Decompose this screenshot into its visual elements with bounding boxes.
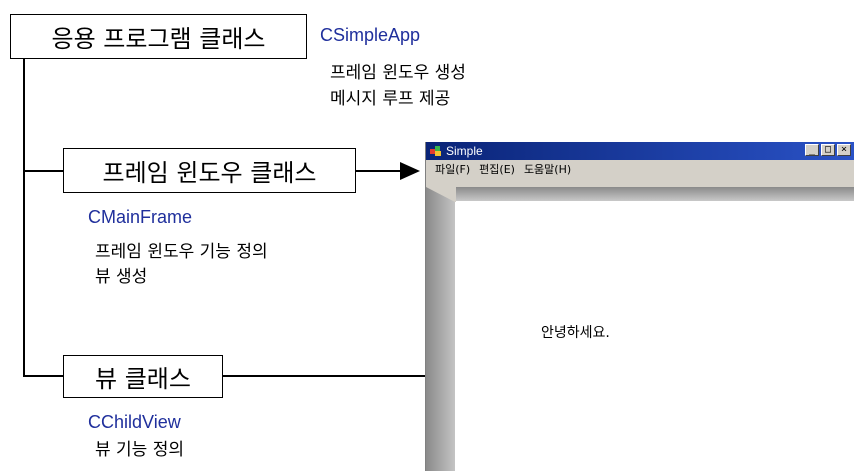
- menu-help[interactable]: 도움말(H): [523, 162, 572, 176]
- view-class-name: CChildView: [88, 412, 181, 432]
- menu-bar: 파일(F) 편집(E) 도움말(H): [426, 160, 854, 177]
- toolbar-area: [426, 177, 854, 187]
- client-greeting-text: 안녕하세요.: [541, 325, 610, 341]
- tree-trunk-line: [23, 58, 25, 376]
- close-button[interactable]: ×: [837, 144, 851, 156]
- frame-class-box: 프레임 윈도우 클래스: [63, 148, 356, 193]
- app-icon: [430, 145, 442, 157]
- simple-app-window: Simple _ □ × 파일(F) 편집(E) 도움말(H) 안녕하세요.: [425, 142, 854, 471]
- app-class-desc-1: 프레임 윈도우 생성: [330, 63, 466, 83]
- frame-branch-line: [23, 170, 64, 172]
- frame-class-desc-1: 프레임 윈도우 기능 정의: [95, 242, 268, 262]
- client-top-bevel: [426, 187, 854, 201]
- menu-file[interactable]: 파일(F): [435, 162, 471, 176]
- view-class-desc-1: 뷰 기능 정의: [95, 440, 185, 460]
- app-class-box: 응용 프로그램 클래스: [10, 14, 307, 59]
- menu-edit[interactable]: 편집(E): [479, 162, 515, 176]
- window-titlebar[interactable]: Simple _ □ ×: [426, 142, 854, 160]
- view-arrow-line: [222, 375, 502, 377]
- window-controls: _ □ ×: [805, 144, 851, 156]
- view-class-label: 뷰 클래스: [95, 365, 191, 393]
- frame-class-label: 프레임 윈도우 클래스: [102, 159, 317, 187]
- frame-arrow-line: [355, 170, 400, 172]
- frame-class-desc-2: 뷰 생성: [95, 267, 148, 287]
- app-class-name: CSimpleApp: [320, 25, 421, 45]
- app-class-desc-2: 메시지 루프 제공: [330, 89, 451, 109]
- client-corner-bevel: [426, 187, 456, 202]
- minimize-button[interactable]: _: [805, 144, 819, 156]
- app-class-label: 응용 프로그램 클래스: [51, 25, 266, 53]
- window-title: Simple: [446, 144, 483, 158]
- maximize-button[interactable]: □: [821, 144, 835, 156]
- view-class-box: 뷰 클래스: [63, 355, 223, 398]
- frame-arrowhead: [400, 162, 420, 180]
- client-left-bevel: [426, 187, 455, 471]
- view-branch-line: [23, 375, 64, 377]
- frame-class-name: CMainFrame: [88, 207, 193, 227]
